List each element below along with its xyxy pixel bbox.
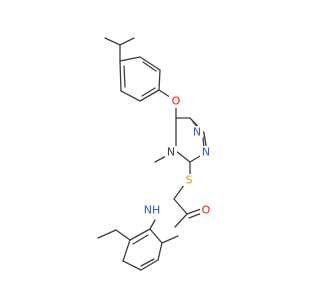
molecule-structure: O N N N S O NH: [97, 37, 213, 271]
ether-oxygen-label: O: [172, 95, 181, 108]
anilide-benzene-ring: [122, 219, 163, 271]
thioacetamide-chain: [173, 161, 203, 228]
atom-label-amide-nh: NH: [142, 203, 161, 217]
atom-label-ether-oxygen: O: [169, 94, 183, 108]
triazole-n-right-label: N: [202, 146, 210, 159]
sulfur-label: S: [186, 174, 193, 187]
aryl-methyl-group: [161, 235, 179, 244]
aryl-ethyl-group: [97, 229, 131, 241]
amide-oxygen-label: O: [202, 204, 211, 217]
triazole-ring: [175, 117, 208, 163]
atom-label-amide-oxygen: O: [200, 204, 213, 217]
triazole-n-top-label: N: [193, 126, 201, 139]
molecule-canvas: O N N N S O NH: [97, 37, 213, 271]
atom-label-triazole-n-top: N: [191, 126, 203, 139]
isopropyl-group: [104, 37, 135, 62]
phenoxy-benzene-ring: [119, 56, 161, 102]
triazole-n-methyl-label: N: [167, 146, 175, 159]
atom-label-sulfur: S: [183, 174, 195, 187]
atom-label-triazole-n-right: N: [200, 146, 212, 159]
amide-nh-label: NH: [144, 204, 161, 217]
atom-label-triazole-n-methyl: N: [165, 146, 177, 159]
